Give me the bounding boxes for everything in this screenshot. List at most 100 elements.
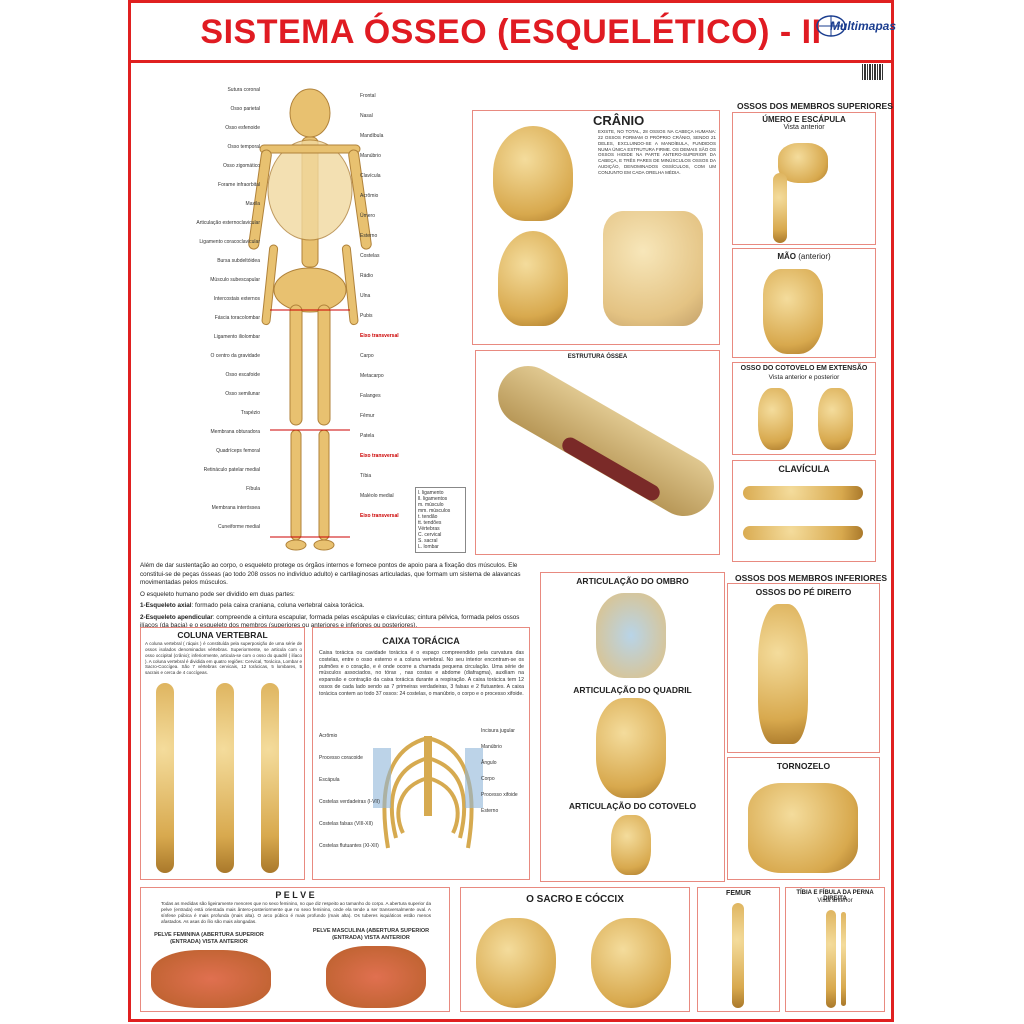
sacro-title: O SACRO E CÓCCIX xyxy=(526,894,624,905)
skeleton-label: Articulação esternoclavicular xyxy=(196,220,260,226)
coluna-text: A coluna vertebral ( ráquis ) é constitu… xyxy=(145,641,302,676)
skull-lateral xyxy=(493,126,573,221)
caixa-panel: CAIXA TORÁCICA Caixa torácica ou cavidad… xyxy=(312,627,530,880)
caixa-title: CAIXA TORÁCICA xyxy=(382,636,460,646)
skeleton-label: Frontal xyxy=(360,93,376,99)
cranio-text: EXISTE, NO TOTAL, 28 OSSOS NA CABEÇA HUM… xyxy=(598,129,716,175)
long-bone-section xyxy=(487,355,725,527)
tibia-bone xyxy=(826,910,836,1008)
skeleton-label: Cuneiforme medial xyxy=(218,524,260,530)
title-bar: SISTEMA ÓSSEO (ESQUELÉTICO) - II Multima… xyxy=(131,3,896,63)
skeleton-label: Acrômio xyxy=(360,193,379,199)
skeleton-label: Mandíbula xyxy=(360,133,384,139)
skeleton-label: Quadríceps femoral xyxy=(216,448,260,454)
ribcage-label: Manúbrio xyxy=(481,744,502,750)
pelve-masculina-title: PELVE MASCULINA (ABERTURA SUPERIOR (ENTR… xyxy=(312,928,430,942)
skeleton-label: Ligamento iliolombar xyxy=(213,334,260,340)
skeleton-label: Intercostais externos xyxy=(213,296,260,302)
poster-frame xyxy=(128,0,894,1022)
skeleton-label: Fíbula xyxy=(246,486,260,492)
cotovelo-articulacao-title: ARTICULAÇÃO DO COTOVELO xyxy=(568,801,697,811)
cranio-title: CRÂNIO xyxy=(593,113,645,128)
ribcage-label: Esterno xyxy=(481,808,499,814)
skeleton-label: Músculo subescapular xyxy=(210,277,260,283)
legend-item: t. tendão xyxy=(418,514,438,520)
skeleton-label: Osso escafoide xyxy=(225,372,260,378)
shoulder-joint xyxy=(596,593,666,678)
poster-title: SISTEMA ÓSSEO (ESQUELÉTICO) - II xyxy=(200,13,822,51)
skeleton-label: Eixo transversal xyxy=(360,513,399,519)
estrutura-ossea-panel: ESTRUTURA ÓSSEA xyxy=(475,350,725,555)
skeleton-label: Retináculo patelar medial xyxy=(203,467,260,473)
ombro-title: ARTICULAÇÃO DO OMBRO xyxy=(576,576,689,586)
legend-item: S. sacral xyxy=(418,538,438,544)
pelve-panel: P E L V E Todas as medidas são ligeirame… xyxy=(140,887,450,1012)
quadril-title: ARTICULAÇÃO DO QUADRIL xyxy=(573,685,692,695)
ribcage-illustration xyxy=(373,736,483,849)
ribcage-label: Costelas verdadeiras (I-VII) xyxy=(319,799,380,805)
legend-item: L. lombar xyxy=(418,544,439,550)
ribcage-label: Processo xifoide xyxy=(481,792,518,798)
skeleton-label: Costelas xyxy=(360,253,380,259)
skeleton-label: Membrana obturadora xyxy=(210,429,260,435)
femur-panel: FEMUR xyxy=(697,887,780,1012)
ribcage-label: Acrômio xyxy=(319,733,338,739)
tornozelo-title: TORNOZELO xyxy=(776,761,831,771)
legend-item: Vértebras xyxy=(418,526,440,532)
ribcage-label: Costelas falsas (VIII-XII) xyxy=(319,821,373,827)
skeleton-illustration xyxy=(248,88,372,551)
skeleton-label: Clavícula xyxy=(360,173,381,179)
spine-lateral xyxy=(156,683,174,873)
ribcage-label: Ângulo xyxy=(481,760,497,766)
tibia-title: TÍBIA E FÍBULA DA PERNA DIREITA xyxy=(796,890,874,902)
intro-paragraph-1: Além de dar sustentação ao corpo, o esqu… xyxy=(140,562,521,586)
hip-joint xyxy=(596,698,666,798)
axial-text: : formado pela caixa craniana, coluna ve… xyxy=(191,602,365,609)
intro-paragraph-2: O esqueleto humano pode ser dividido em … xyxy=(140,590,295,598)
skeleton-label: Falanges xyxy=(360,393,381,399)
foot-bones xyxy=(758,604,808,744)
caixa-text: Caixa torácica ou cavidade torácica é o … xyxy=(319,650,524,697)
barcode xyxy=(862,64,884,80)
skeleton-label: Rádio xyxy=(360,273,374,279)
skeleton-label: Membrana interóssea xyxy=(211,505,260,511)
skeleton-label: Esterno xyxy=(360,233,378,239)
legend-item: tt. tendões xyxy=(418,520,442,526)
spine-anterior xyxy=(261,683,279,873)
skull-bones-exploded xyxy=(603,211,703,326)
coluna-panel: COLUNA VERTEBRAL A coluna vertebral ( rá… xyxy=(140,627,305,880)
ribcage-label: Processo coracoide xyxy=(319,755,363,761)
mao-sub: (anterior) xyxy=(798,252,831,261)
skeleton-label: Fáscia toracolombar xyxy=(214,315,260,321)
cotovelo-osso-title: OSSO DO COTOVELO EM EXTENSÃO xyxy=(740,365,868,372)
ribcage-label: Corpo xyxy=(481,776,495,782)
skeleton-label: Osso temporal xyxy=(227,144,260,150)
skeleton-label: Bursa subdeltóidea xyxy=(217,258,260,264)
clavicula-title: CLAVÍCULA xyxy=(778,464,830,474)
sacrum-anterior xyxy=(476,918,556,1008)
inferiores-title: OSSOS DOS MEMBROS INFERIORES xyxy=(735,573,888,583)
multimapas-logo: Multimapas xyxy=(816,9,896,53)
skeleton-label: Osso parietal xyxy=(230,106,260,112)
legend-item: l. ligamento xyxy=(418,490,444,496)
humerus xyxy=(773,173,787,243)
femur-bone xyxy=(732,903,744,1008)
skeleton-label: Forame infraorbital xyxy=(218,182,260,188)
sacro-panel: O SACRO E CÓCCIX xyxy=(460,887,690,1012)
mao-label: MÃO xyxy=(777,252,796,261)
clavicula-panel: CLAVÍCULA xyxy=(732,460,876,562)
intro-text: Além de dar sustentação ao corpo, o esqu… xyxy=(140,562,530,634)
legend-item: C. cervical xyxy=(418,532,442,538)
skeleton-label: Tíbia xyxy=(360,473,372,479)
sacrum-posterior xyxy=(591,918,671,1008)
skeleton-label: Carpo xyxy=(360,353,374,359)
skeleton-label: Eixo transversal xyxy=(360,333,399,339)
skeleton-label: Osso semilunar xyxy=(225,391,260,397)
skeleton-label: Fêmur xyxy=(360,413,375,419)
skeleton-label: Osso esfenoide xyxy=(225,125,260,131)
tornozelo-panel: TORNOZELO xyxy=(727,757,880,880)
ribcage-label: Costelas flutuantes (XI-XII) xyxy=(319,843,379,849)
skeleton-label: Sutura coronal xyxy=(227,87,260,93)
